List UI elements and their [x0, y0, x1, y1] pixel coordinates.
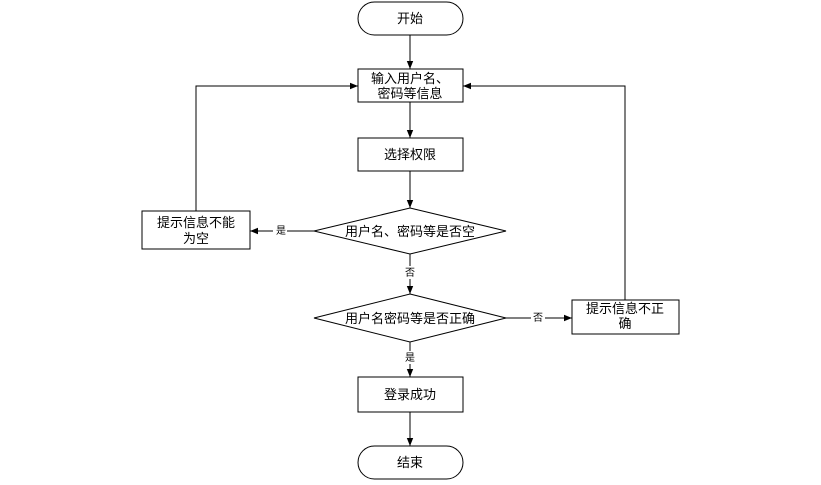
start-label: 开始 [397, 12, 423, 27]
wrong-hint-line2: 确 [618, 317, 631, 332]
input-label-line2: 密码等信息 [377, 86, 442, 102]
empty-hint-line1: 提示信息不能 [157, 215, 235, 231]
correct-check-label: 用户名密码等是否正确 [345, 311, 475, 327]
empty-check-decision: 用户名、密码等是否空 [313, 207, 507, 255]
login-success-node: 登录成功 [357, 376, 464, 413]
empty-hint-line2: 为空 [183, 232, 209, 247]
login-success-label: 登录成功 [384, 388, 436, 403]
start-node: 开始 [357, 1, 464, 36]
edge-label-correct-yes: 是 [405, 352, 415, 364]
end-label: 结束 [397, 456, 423, 471]
end-node: 结束 [357, 445, 464, 480]
select-role-node: 选择权限 [357, 137, 464, 172]
select-role-label: 选择权限 [384, 147, 436, 163]
wrong-hint-line1: 提示信息不正 [586, 301, 664, 317]
edge-label-correct-no: 否 [533, 312, 543, 324]
edge-wrong-hint-back [463, 82, 626, 300]
empty-check-label: 用户名、密码等是否空 [345, 224, 475, 240]
input-credentials-node: 输入用户名、 密码等信息 [357, 68, 464, 103]
edge-label-empty-no: 否 [405, 267, 415, 279]
input-label-line1: 输入用户名、 [371, 71, 449, 87]
empty-hint-node: 提示信息不能 为空 [141, 210, 251, 250]
correct-check-decision: 用户名密码等是否正确 [313, 293, 507, 343]
edge-label-empty-yes: 是 [276, 225, 286, 237]
edge-empty-hint-back [195, 82, 358, 211]
wrong-hint-node: 提示信息不正 确 [571, 299, 680, 335]
